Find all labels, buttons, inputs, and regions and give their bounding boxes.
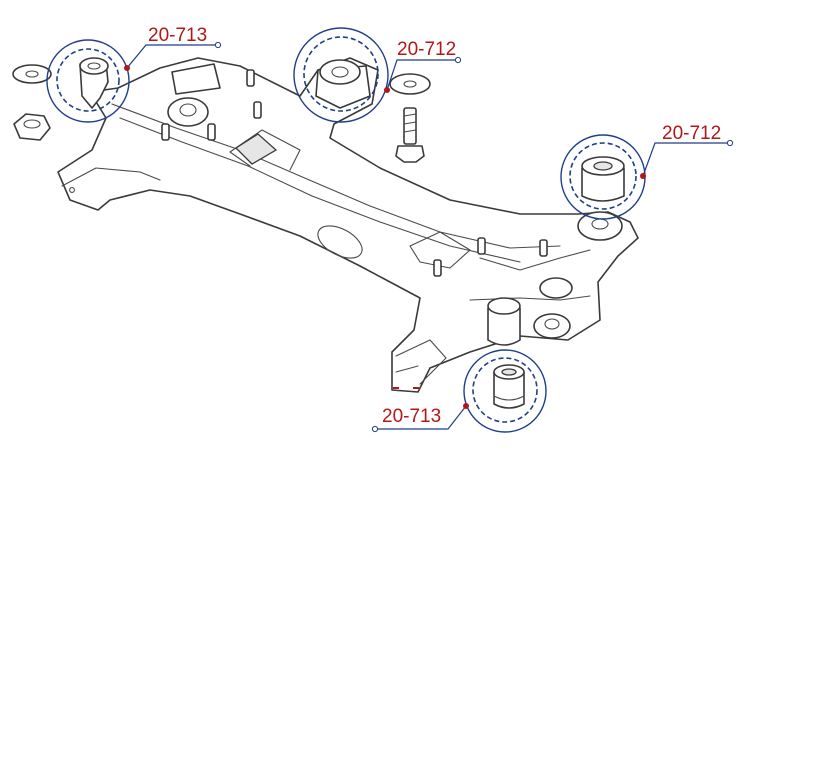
washer-center: [389, 73, 431, 95]
bushing-rear-right: [581, 156, 625, 202]
leader-dot: [640, 173, 646, 179]
callout-a: 20-713: [46, 25, 222, 123]
callout-d: 20-713: [371, 349, 547, 433]
callout-ring: [303, 36, 379, 112]
callout-ring: [56, 48, 120, 112]
bushing-rear-standalone: [487, 297, 521, 346]
bolt: [395, 107, 425, 163]
bushing-front-left: [79, 57, 109, 109]
part-label: 20-712: [397, 39, 456, 60]
leader-end: [726, 139, 734, 147]
subframe-body: [57, 57, 639, 393]
leader-end: [371, 425, 379, 433]
callout-ring: [293, 27, 389, 123]
bushing-rear-left: [493, 364, 525, 409]
hex-nut: [13, 113, 51, 141]
washer-left: [12, 64, 52, 84]
leader-line: [386, 59, 456, 91]
callout-ring: [569, 142, 637, 210]
part-label: 20-713: [382, 406, 441, 427]
callout-ring: [46, 39, 130, 123]
leader-line: [377, 405, 467, 430]
leader-dot: [384, 87, 390, 93]
callout-ring: [463, 349, 547, 433]
leader-end: [214, 41, 222, 49]
bushing-front-right: [315, 59, 371, 109]
callout-ring: [472, 357, 538, 423]
leader-dot: [463, 403, 469, 409]
part-label: 20-713: [148, 25, 207, 46]
leader-end: [454, 56, 462, 64]
stud-group: [161, 69, 548, 277]
leader-line: [126, 44, 216, 69]
leader-line: [642, 142, 728, 177]
leader-dot: [124, 65, 130, 71]
callout-b: 20-712: [293, 27, 462, 123]
part-label: 20-712: [662, 123, 721, 144]
callout-c: 20-712: [560, 123, 734, 220]
